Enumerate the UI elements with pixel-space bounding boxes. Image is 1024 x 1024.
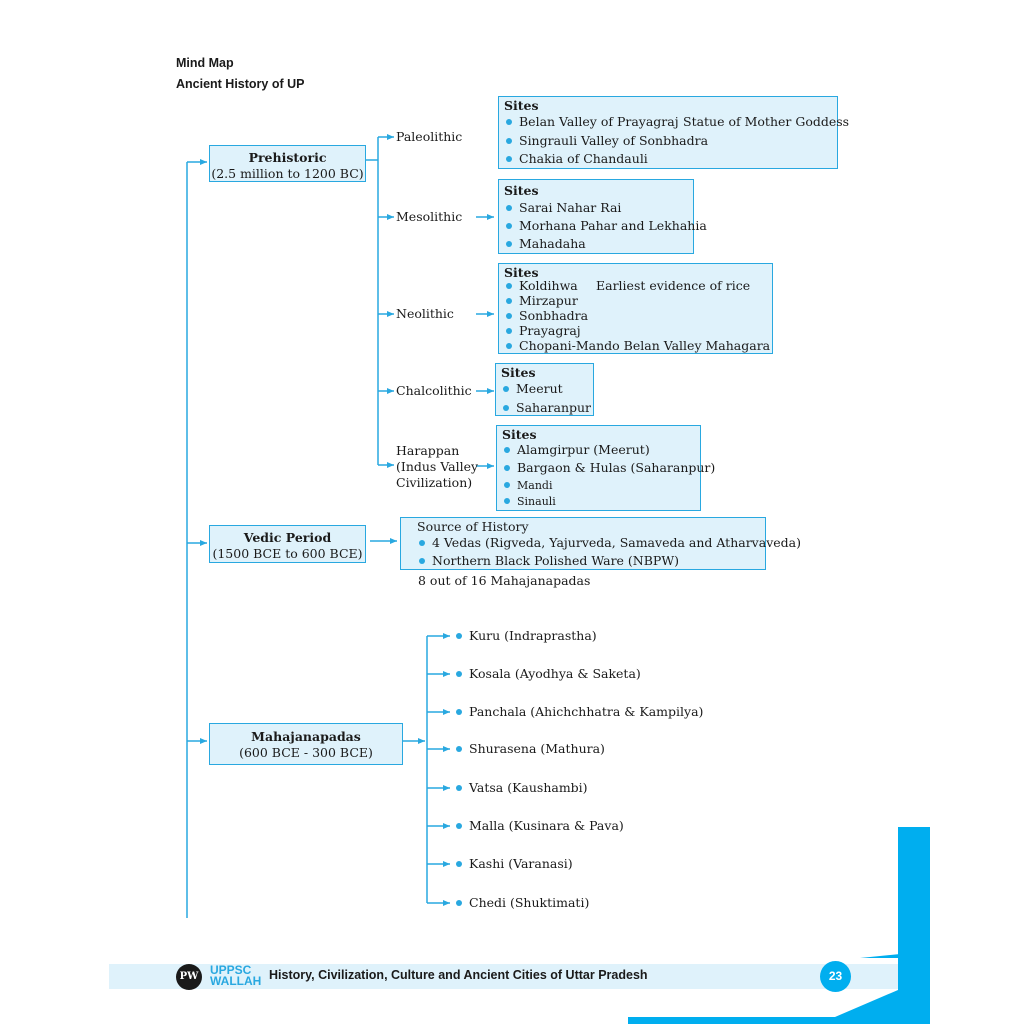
list-item: Chopani-Mando Belan Valley Mahagara <box>506 338 770 353</box>
bullet-icon <box>506 155 512 162</box>
bullet-icon <box>504 446 510 453</box>
bullet-icon <box>506 297 512 304</box>
mahajanapadas-period: (600 BCE - 300 BCE) <box>239 745 373 760</box>
list-item: Shurasena (Mathura) <box>456 741 605 756</box>
list-item: Belan Valley of Prayagraj <box>506 114 679 129</box>
list-item: Meerut <box>503 381 563 396</box>
list-item: Alamgirpur (Meerut) <box>504 442 650 457</box>
paleolithic-note: Statue of Mother Goddess <box>683 114 850 129</box>
bullet-icon <box>506 282 512 289</box>
mesolithic-sites-box: Sites Sarai Nahar Rai Morhana Pahar and … <box>498 179 707 254</box>
bullet-icon <box>504 498 510 504</box>
bullet-icon <box>506 240 512 247</box>
bullet-icon <box>456 899 462 906</box>
bullet-icon <box>419 557 425 564</box>
list-item: Sonbhadra <box>506 308 588 323</box>
sites-title: Sites <box>502 427 537 442</box>
vedic-source-box: Source of History 4 Vedas (Rigveda, Yaju… <box>400 517 801 570</box>
brand-name: UPPSC WALLAH <box>210 963 262 988</box>
list-item: Saharanpur <box>503 400 591 415</box>
source-title: Source of History <box>417 519 529 534</box>
bullet-icon <box>506 312 512 319</box>
harappan-line-1: Harappan <box>396 443 460 458</box>
neolithic-sites-box: Sites Koldihwa Earliest evidence of rice… <box>498 263 773 354</box>
age-neolithic: Neolithic <box>396 306 454 321</box>
paleolithic-sites-box: Sites Belan Valley of Prayagraj Statue o… <box>498 96 849 169</box>
bullet-icon <box>419 539 425 546</box>
page-number: 23 <box>820 961 851 992</box>
bullet-icon <box>503 404 509 411</box>
sites-title: Sites <box>504 265 539 280</box>
bullet-icon <box>506 137 512 144</box>
bullet-icon <box>456 822 462 829</box>
vedic-period: (1500 BCE to 600 BCE) <box>212 546 363 561</box>
vedic-title: Vedic Period <box>243 530 332 545</box>
list-item: Chakia of Chandauli <box>506 151 648 166</box>
list-item: Northern Black Polished Ware (NBPW) <box>419 553 679 568</box>
list-item: Kuru (Indraprastha) <box>456 628 597 643</box>
mahajanapadas-note: 8 out of 16 Mahajanapadas <box>418 573 591 588</box>
list-item: Singrauli Valley of Sonbhadra <box>506 133 708 148</box>
age-mesolithic: Mesolithic <box>396 209 463 224</box>
vedic-period-node: Vedic Period (1500 BCE to 600 BCE) <box>209 525 366 563</box>
list-item: Vatsa (Kaushambi) <box>456 780 588 795</box>
bullet-icon <box>456 745 462 752</box>
bullet-icon <box>506 342 512 349</box>
list-item: Panchala (Ahichchhatra & Kampilya) <box>456 704 703 719</box>
bullet-icon <box>456 670 462 677</box>
bullet-icon <box>506 327 512 334</box>
brand-top: UPPSC <box>210 963 252 977</box>
sites-title: Sites <box>501 365 536 380</box>
list-item: 4 Vedas (Rigveda, Yajurveda, Samaveda an… <box>419 535 801 550</box>
bullet-icon <box>503 385 509 392</box>
bullet-icon <box>506 222 512 229</box>
bullet-icon <box>506 118 512 125</box>
bullet-icon <box>506 204 512 211</box>
bullet-icon <box>456 860 462 867</box>
list-item: Morhana Pahar and Lekhahia <box>506 218 707 233</box>
harappan-line-2: (Indus Valley <box>396 459 479 474</box>
list-item: Kashi (Varanasi) <box>456 856 573 871</box>
bullet-icon <box>504 464 510 471</box>
prehistoric-node: Prehistoric (2.5 million to 1200 BC) <box>209 145 366 182</box>
footer-bar <box>109 964 898 989</box>
harappan-line-3: Civilization) <box>396 475 473 490</box>
mind-map-label: Mind Map <box>176 56 234 70</box>
list-item: Mahadaha <box>506 236 586 251</box>
brand-bottom: WALLAH <box>210 974 262 988</box>
age-paleolithic: Paleolithic <box>396 129 463 144</box>
list-item: Mandi <box>504 479 552 492</box>
prehistoric-period: (2.5 million to 1200 BC) <box>211 166 364 181</box>
chalcolithic-sites-box: Sites Meerut Saharanpur <box>495 363 594 416</box>
bullet-icon <box>504 482 510 488</box>
sites-title: Sites <box>504 98 539 113</box>
list-item: Sinauli <box>504 495 556 508</box>
mahajanapadas-title: Mahajanapadas <box>251 729 361 744</box>
footer-title: History, Civilization, Culture and Ancie… <box>269 968 648 982</box>
bullet-icon <box>456 708 462 715</box>
neolithic-note: Earliest evidence of rice <box>596 278 751 293</box>
bullet-icon <box>456 784 462 791</box>
list-item: Kosala (Ayodhya & Saketa) <box>456 666 641 681</box>
sites-title: Sites <box>504 183 539 198</box>
list-item: Bargaon & Hulas (Saharanpur) <box>504 460 715 475</box>
list-item: Koldihwa <box>506 278 578 293</box>
mahajanapadas-node: Mahajanapadas (600 BCE - 300 BCE) <box>209 723 403 765</box>
list-item: Sarai Nahar Rai <box>506 200 621 215</box>
prehistoric-title: Prehistoric <box>248 150 327 165</box>
list-item: Malla (Kusinara & Pava) <box>456 818 624 833</box>
page-title: Ancient History of UP <box>176 77 305 91</box>
pw-logo: PW <box>176 964 202 990</box>
harappan-sites-box: Sites Alamgirpur (Meerut) Bargaon & Hula… <box>496 425 715 511</box>
list-item: Mirzapur <box>506 293 578 308</box>
age-harappan: Harappan (Indus Valley Civilization) <box>396 443 478 491</box>
bullet-icon <box>456 632 462 639</box>
list-item: Prayagraj <box>506 323 581 338</box>
list-item: Chedi (Shuktimati) <box>456 895 589 910</box>
age-chalcolithic: Chalcolithic <box>396 383 472 398</box>
